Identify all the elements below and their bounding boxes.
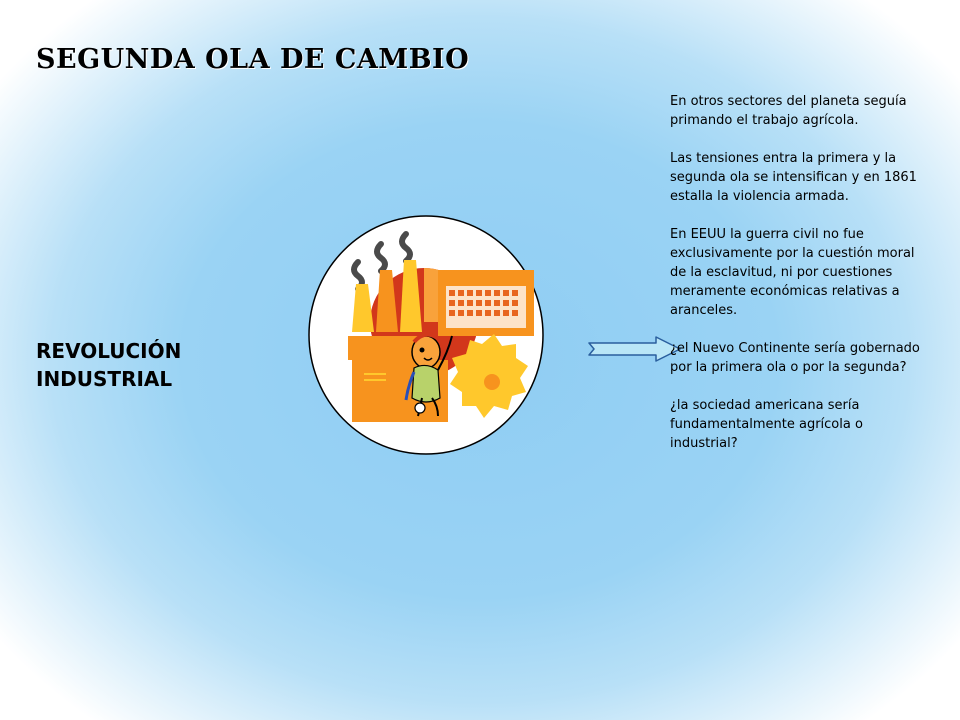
label-line-2: INDUSTRIAL <box>36 367 173 391</box>
paragraph-1: En otros sectores del planeta seguía pri… <box>670 94 907 128</box>
label-line-1: REVOLUCIÓN <box>36 339 182 363</box>
paragraph-4: ¿el Nuevo Continente sería gobernado por… <box>670 341 920 375</box>
paragraph-5: ¿la sociedad americana sería fundamental… <box>670 398 863 451</box>
body-text: En otros sectores del planeta seguía pri… <box>670 92 932 472</box>
paragraph-3: En EEUU la guerra civil no fue exclusiva… <box>670 227 915 318</box>
paragraph-2: Las tensiones entra la primera y la segu… <box>670 151 917 204</box>
right-arrow-icon <box>588 336 681 362</box>
industrial-revolution-illustration <box>308 215 544 455</box>
revolucion-industrial-label: REVOLUCIÓN INDUSTRIAL <box>36 337 181 393</box>
slide-title: SEGUNDA OLA DE CAMBIO <box>36 44 470 75</box>
